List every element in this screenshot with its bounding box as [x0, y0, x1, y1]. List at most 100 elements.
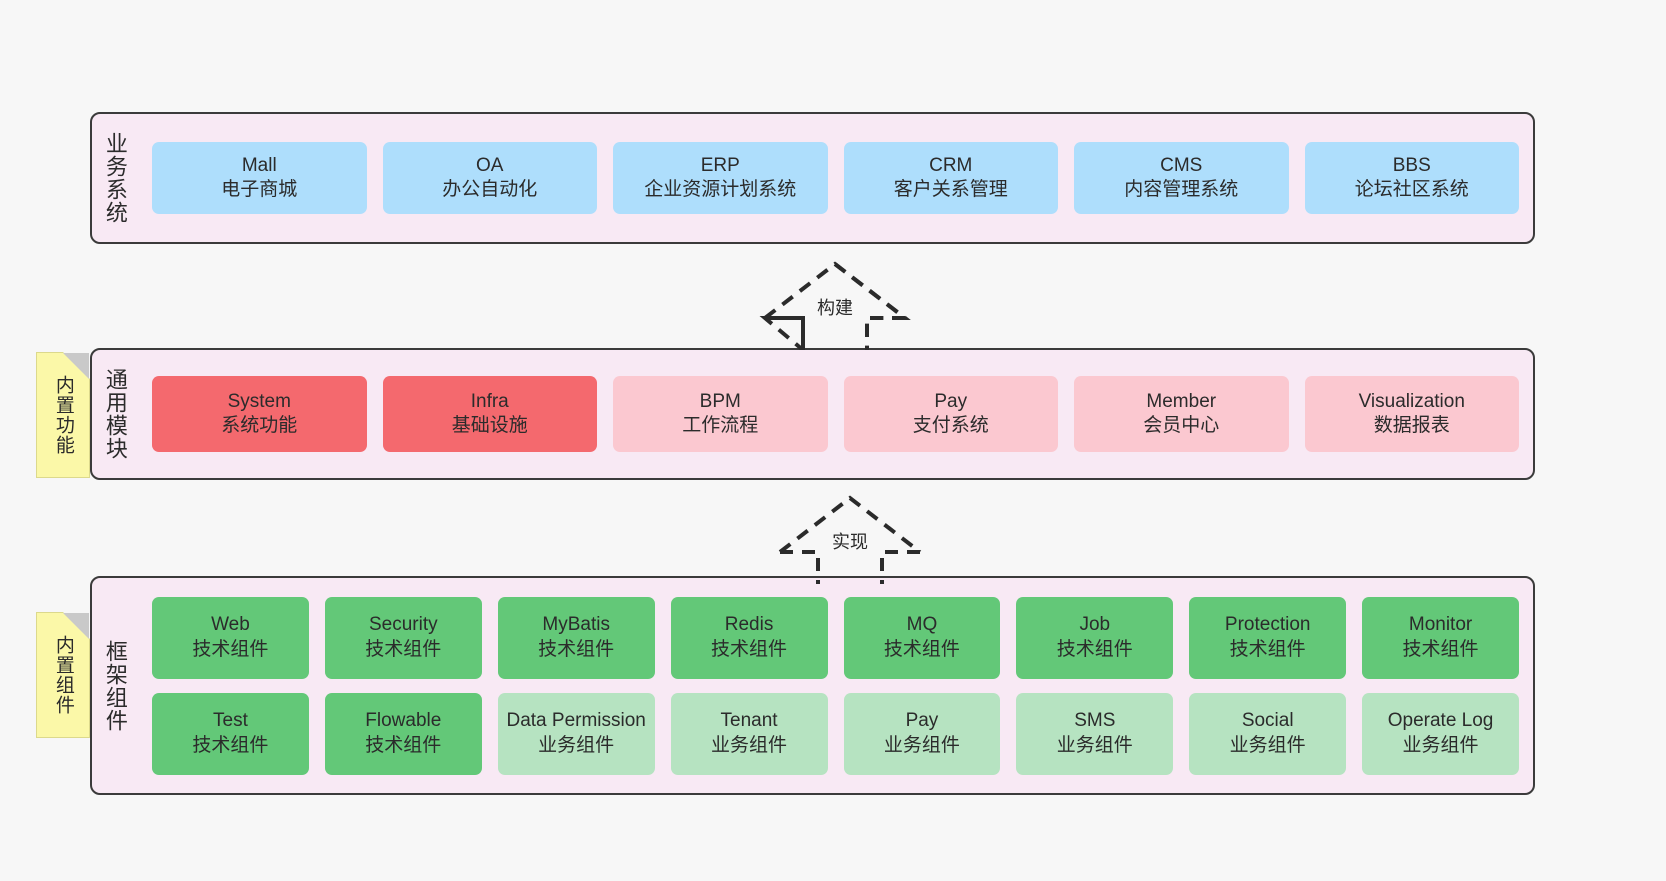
- layer-framework-body: Web 技术组件 Security 技术组件 MyBatis 技术组件 Redi…: [138, 578, 1533, 793]
- node-system-en: System: [227, 390, 291, 412]
- node-mq-cn: 技术组件: [883, 638, 960, 660]
- node-visualization-en: Visualization: [1358, 390, 1465, 412]
- node-tenant[interactable]: Tenant 业务组件: [670, 692, 828, 775]
- common-row: System 系统功能 Infra 基础设施 BPM 工作流程 Pay 支付系统…: [152, 376, 1519, 452]
- node-sms-cn: 业务组件: [1056, 734, 1133, 756]
- node-test-en: Test: [213, 710, 248, 732]
- node-test-cn: 技术组件: [192, 734, 269, 756]
- sticky-note-builtin-component-label: 内置组件: [52, 635, 74, 715]
- node-system[interactable]: System 系统功能: [152, 376, 367, 452]
- node-erp[interactable]: ERP 企业资源计划系统: [613, 142, 828, 214]
- layer-framework-title: 框架组件: [102, 639, 128, 732]
- node-social[interactable]: Social 业务组件: [1189, 692, 1347, 775]
- node-redis-cn: 技术组件: [711, 638, 788, 660]
- node-data-permission[interactable]: Data Permission 业务组件: [497, 692, 655, 775]
- node-bbs[interactable]: BBS 论坛社区系统: [1304, 142, 1519, 214]
- node-member-cn: 会员中心: [1143, 415, 1220, 436]
- layer-business-title: 业务系统: [102, 132, 128, 224]
- sticky-note-builtin-component: 内置组件: [36, 612, 90, 738]
- node-operate-log[interactable]: Operate Log 业务组件: [1362, 692, 1519, 775]
- node-erp-en: ERP: [700, 154, 740, 176]
- node-erp-cn: 企业资源计划系统: [644, 179, 797, 200]
- node-cms[interactable]: CMS 内容管理系统: [1074, 142, 1289, 214]
- node-pay-component[interactable]: Pay 业务组件: [843, 692, 1001, 775]
- node-flowable[interactable]: Flowable 技术组件: [324, 692, 482, 775]
- node-system-cn: 系统功能: [221, 415, 298, 436]
- node-social-en: Social: [1241, 710, 1294, 732]
- node-member[interactable]: Member 会员中心: [1074, 376, 1289, 452]
- node-crm[interactable]: CRM 客户关系管理: [843, 142, 1058, 214]
- node-oa[interactable]: OA 办公自动化: [382, 142, 597, 214]
- framework-row-business: Test 技术组件 Flowable 技术组件 Data Permission …: [152, 692, 1519, 775]
- node-monitor-en: Monitor: [1408, 614, 1473, 636]
- node-mybatis-en: MyBatis: [542, 614, 610, 636]
- node-test[interactable]: Test 技术组件: [152, 692, 309, 775]
- node-bbs-cn: 论坛社区系统: [1354, 179, 1469, 200]
- node-redis-en: Redis: [724, 614, 774, 636]
- node-crm-en: CRM: [929, 154, 973, 176]
- layer-framework-component: 框架组件 Web 技术组件 Security 技术组件 MyBatis 技术组件…: [90, 576, 1535, 795]
- node-bpm[interactable]: BPM 工作流程: [613, 376, 828, 452]
- node-pay-module-cn: 支付系统: [912, 415, 989, 436]
- node-monitor-cn: 技术组件: [1402, 638, 1479, 660]
- node-flowable-en: Flowable: [365, 710, 442, 732]
- node-tenant-cn: 业务组件: [711, 734, 788, 756]
- node-sms-en: SMS: [1074, 710, 1116, 732]
- node-job-cn: 技术组件: [1056, 638, 1133, 660]
- node-operate-log-cn: 业务组件: [1402, 734, 1479, 756]
- node-bbs-en: BBS: [1392, 154, 1431, 176]
- node-tenant-en: Tenant: [720, 710, 778, 732]
- node-mall-cn: 电子商城: [221, 179, 298, 200]
- business-row: Mall 电子商城 OA 办公自动化 ERP 企业资源计划系统 CRM 客户关系…: [152, 142, 1519, 214]
- node-pay-module[interactable]: Pay 支付系统: [843, 376, 1058, 452]
- node-web-en: Web: [211, 614, 250, 636]
- node-web-cn: 技术组件: [192, 638, 269, 660]
- layer-common-title: 通用模块: [102, 368, 128, 460]
- node-flowable-cn: 技术组件: [365, 734, 442, 756]
- layer-business-body: Mall 电子商城 OA 办公自动化 ERP 企业资源计划系统 CRM 客户关系…: [138, 114, 1533, 242]
- node-pay-module-en: Pay: [934, 390, 968, 412]
- node-cms-cn: 内容管理系统: [1124, 179, 1239, 200]
- node-data-permission-cn: 业务组件: [538, 734, 615, 756]
- node-data-permission-en: Data Permission: [506, 710, 646, 732]
- node-mall[interactable]: Mall 电子商城: [152, 142, 367, 214]
- node-protection-en: Protection: [1224, 614, 1311, 636]
- node-security[interactable]: Security 技术组件: [324, 596, 482, 679]
- node-mq[interactable]: MQ 技术组件: [843, 596, 1001, 679]
- node-visualization[interactable]: Visualization 数据报表: [1304, 376, 1519, 452]
- node-pay-component-en: Pay: [905, 710, 939, 732]
- node-operate-log-en: Operate Log: [1387, 710, 1494, 732]
- arrow-implement-shape: [778, 495, 922, 554]
- node-visualization-cn: 数据报表: [1373, 415, 1450, 436]
- node-bpm-en: BPM: [699, 390, 741, 412]
- node-sms[interactable]: SMS 业务组件: [1016, 692, 1174, 775]
- node-cms-en: CMS: [1160, 154, 1203, 176]
- layer-common-body: System 系统功能 Infra 基础设施 BPM 工作流程 Pay 支付系统…: [138, 350, 1533, 478]
- arrow-implement-label: 实现: [832, 532, 868, 552]
- node-oa-cn: 办公自动化: [442, 179, 538, 200]
- node-pay-component-cn: 业务组件: [883, 734, 960, 756]
- node-infra-cn: 基础设施: [451, 415, 528, 436]
- node-protection-cn: 技术组件: [1229, 638, 1306, 660]
- layer-common-module: 通用模块 System 系统功能 Infra 基础设施 BPM 工作流程 Pay…: [90, 348, 1535, 480]
- node-job-en: Job: [1079, 614, 1111, 636]
- node-infra[interactable]: Infra 基础设施: [382, 376, 597, 452]
- node-protection[interactable]: Protection 技术组件: [1189, 596, 1347, 679]
- sticky-note-builtin-function: 内置功能: [36, 352, 90, 478]
- node-member-en: Member: [1146, 390, 1217, 412]
- arrow-build: 构建: [755, 258, 915, 350]
- node-social-cn: 业务组件: [1229, 734, 1306, 756]
- node-web[interactable]: Web 技术组件: [152, 596, 309, 679]
- node-bpm-cn: 工作流程: [682, 415, 759, 436]
- node-mybatis[interactable]: MyBatis 技术组件: [497, 596, 655, 679]
- arrow-build-label: 构建: [817, 298, 853, 318]
- layer-business-system: 业务系统 Mall 电子商城 OA 办公自动化 ERP 企业资源计划系统 CRM…: [90, 112, 1535, 244]
- framework-row-tech: Web 技术组件 Security 技术组件 MyBatis 技术组件 Redi…: [152, 596, 1519, 679]
- node-crm-cn: 客户关系管理: [893, 179, 1008, 200]
- node-redis[interactable]: Redis 技术组件: [670, 596, 828, 679]
- node-job[interactable]: Job 技术组件: [1016, 596, 1174, 679]
- node-oa-en: OA: [476, 154, 504, 176]
- node-monitor[interactable]: Monitor 技术组件: [1362, 596, 1519, 679]
- node-mall-en: Mall: [241, 154, 277, 176]
